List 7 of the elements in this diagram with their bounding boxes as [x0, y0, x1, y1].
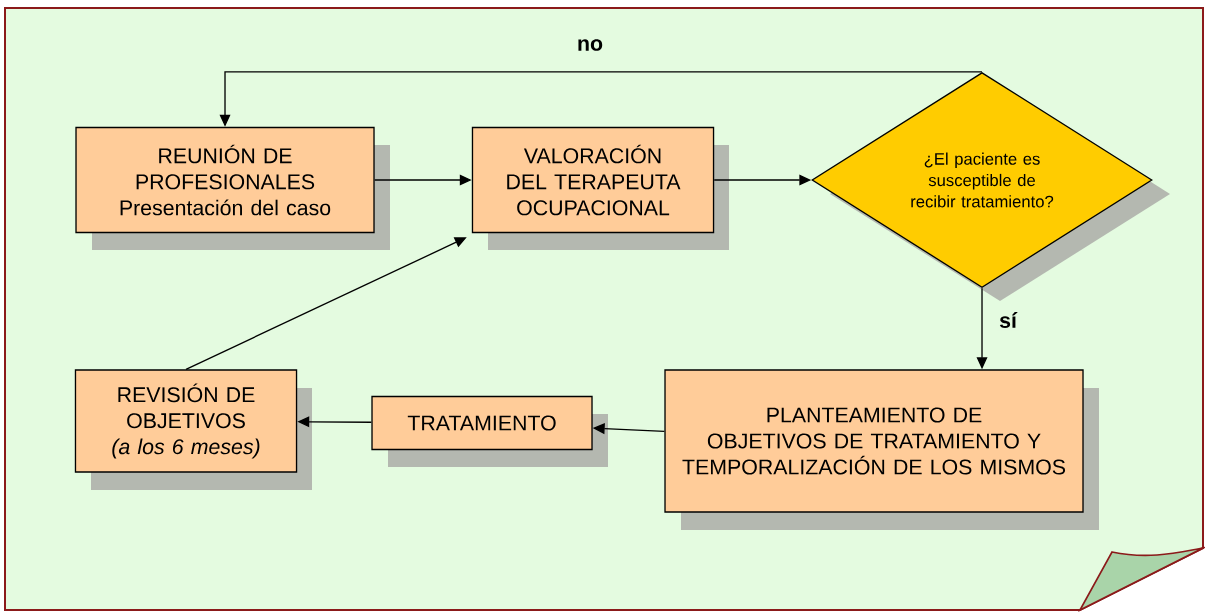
- process-box: TRATAMIENTO: [371, 395, 608, 467]
- process-box: REVISIÓN DE OBJETIVOS (a los 6 meses): [74, 369, 312, 490]
- edge-label: no: [574, 36, 606, 54]
- edge-label: sí: [996, 309, 1020, 331]
- process-box: PLANTEAMIENTO DE OBJETIVOS DE TRATAMIENTO Y TEMPORALIZACIÓN DE LOS MISMOS: [664, 369, 1099, 530]
- process-box: VALORACIÓN DEL TERAPEUTA OCUPACIONAL: [471, 126, 729, 250]
- process-box: REUNIÓN DE PROFESIONALES Presentación del caso: [75, 126, 390, 250]
